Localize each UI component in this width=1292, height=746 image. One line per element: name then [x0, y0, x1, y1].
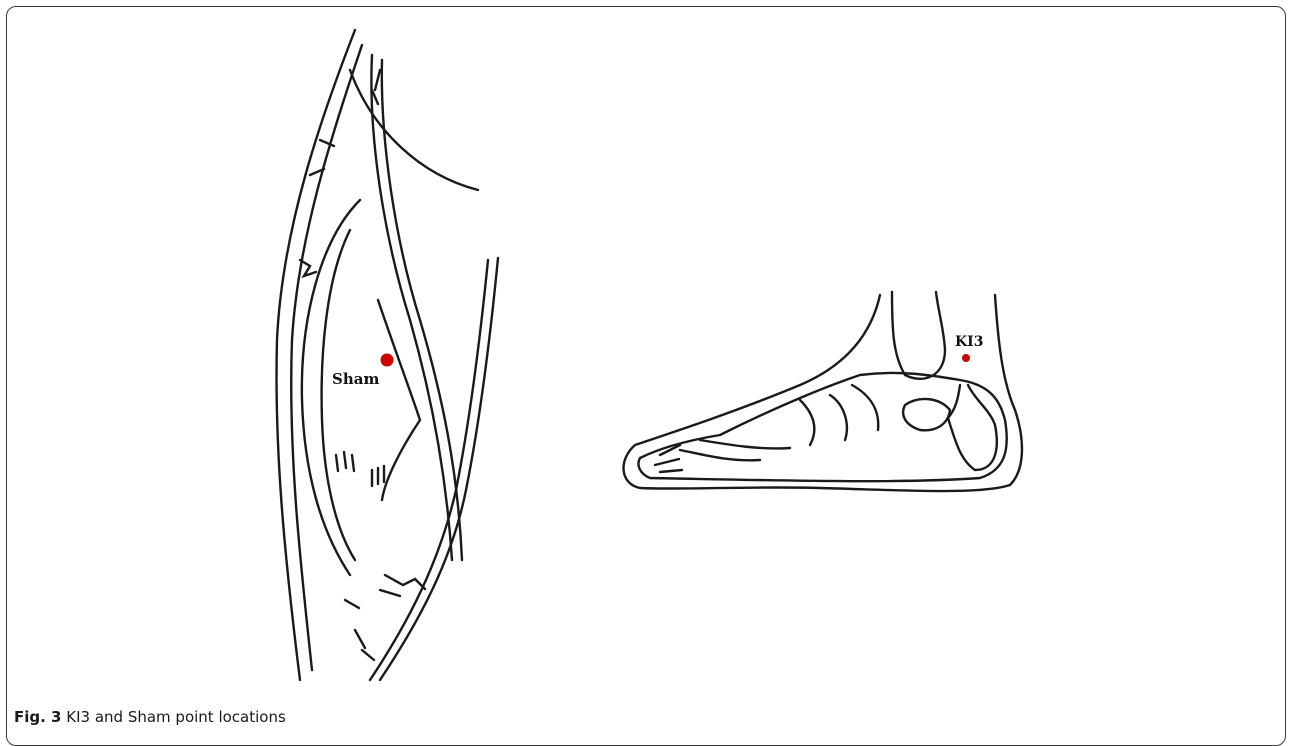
caption-text: KI3 and Sham point locations	[66, 708, 286, 726]
figure-caption: Fig. 3 KI3 and Sham point locations	[14, 708, 286, 726]
figure-number: Fig. 3	[14, 708, 61, 726]
sham-point-marker	[381, 354, 394, 367]
sham-point-label: Sham	[332, 370, 379, 388]
ki3-point-marker	[962, 354, 970, 362]
figure-artwork: Sham KI3	[0, 0, 1292, 731]
ki3-point-label: KI3	[955, 334, 983, 350]
foot-illustration	[624, 292, 1022, 491]
